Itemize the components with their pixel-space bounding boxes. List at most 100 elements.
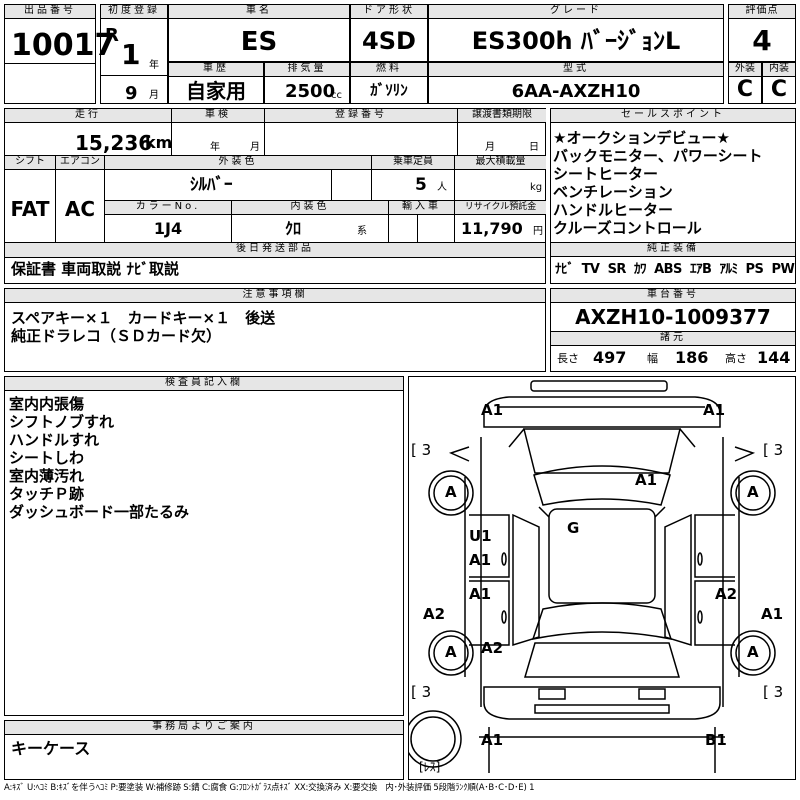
inspector-line: 室内薄汚れ bbox=[9, 467, 85, 485]
diag-door-fl-u: U1 bbox=[469, 527, 492, 545]
later-parts-value: 保証書 車両取説 ﾅﾋﾞ取説 bbox=[11, 260, 179, 278]
score-box: 評価点 4 bbox=[728, 4, 796, 62]
int-color-label: 内装色 bbox=[232, 201, 388, 215]
chassis-label: 車台番号 bbox=[551, 289, 795, 303]
transfer-month-unit: 月 bbox=[485, 142, 495, 153]
displacement-label: 排気量 bbox=[265, 63, 349, 77]
model-box: 型式 6AA-AXZH10 bbox=[428, 62, 724, 104]
inspector-line: ダッシュボード一部たるみ bbox=[9, 503, 190, 521]
import-label: 輸入車 bbox=[389, 201, 454, 215]
score-value: 4 bbox=[752, 24, 772, 57]
diag-door-rl: A1 bbox=[469, 585, 492, 603]
grade-label: グレード bbox=[429, 5, 723, 19]
diag-rear-br: B1 bbox=[705, 731, 727, 749]
later-parts-label: 後日発送部品 bbox=[5, 243, 545, 257]
fuel-value: ｶﾞｿﾘﾝ bbox=[370, 81, 408, 99]
car-name-box: 車名 ES bbox=[168, 4, 350, 62]
diag-hood: A1 bbox=[635, 471, 658, 489]
sales-point-item: ハンドルヒーター bbox=[553, 201, 674, 219]
transfer-label: 譲渡書類期限 bbox=[458, 109, 546, 123]
first-reg-label: 初度登録 bbox=[101, 5, 167, 19]
equipment-label: 純正装備 bbox=[551, 243, 795, 257]
first-reg-box: 初度登録 R 1 年 9 月 bbox=[100, 4, 168, 104]
month-unit: 月 bbox=[149, 90, 159, 101]
sales-point-box: セールスポイント ★オークションデビュー★ バックモニター、パワーシート シート… bbox=[550, 108, 796, 284]
sales-point-item: ★オークションデビュー★ bbox=[553, 129, 730, 147]
int-color-value: ｸﾛ bbox=[285, 219, 302, 238]
equipment-item: ABS bbox=[654, 262, 682, 277]
diag-rear-l: A2 bbox=[481, 639, 504, 657]
sales-point-list: ★オークションデビュー★ バックモニター、パワーシート シートヒーター ベンチレ… bbox=[553, 129, 763, 237]
diag-side-l: A2 bbox=[423, 605, 446, 623]
diag-wheel-rl: A bbox=[445, 643, 457, 661]
diag-bracket-tr: [ 3 bbox=[763, 441, 784, 459]
inspector-line: シフトノブすれ bbox=[9, 413, 115, 431]
diag-bracket-bl: [ 3 bbox=[411, 683, 432, 701]
equipment-item: ｱﾙﾐ bbox=[719, 262, 738, 277]
history-label: 車歴 bbox=[169, 63, 263, 77]
reg-no-label: 登録番号 bbox=[265, 109, 457, 123]
year-unit: 年 bbox=[149, 60, 159, 71]
height-value: 144 bbox=[757, 348, 791, 367]
inspector-line: ハンドルすれ bbox=[9, 431, 100, 449]
chassis-box: 車台番号 AXZH10-1009377 諸元 長さ 497 幅 186 高さ 1… bbox=[550, 288, 796, 372]
equipment-item: ﾅﾋﾞ bbox=[555, 262, 574, 277]
int-grade-box: 内装 C bbox=[762, 62, 796, 104]
chassis-value: AXZH10-1009377 bbox=[575, 305, 771, 329]
door-label: ドア形状 bbox=[351, 5, 427, 19]
shift-value: FAT bbox=[10, 197, 50, 221]
length-label: 長さ bbox=[557, 352, 579, 365]
equipment-item: TV bbox=[581, 262, 600, 277]
mileage-value: 15,236 bbox=[75, 131, 153, 155]
door-type: 4SD bbox=[362, 27, 416, 55]
capacity-unit: 人 bbox=[437, 182, 447, 193]
int-color-unit: 系 bbox=[357, 226, 367, 237]
diag-spare: [ﾚｽ] bbox=[419, 760, 441, 774]
ext-grade-box: 外装 C bbox=[728, 62, 762, 104]
inspector-line: シートしわ bbox=[9, 449, 85, 467]
notes-label: 注意事項欄 bbox=[5, 289, 545, 303]
notes-line: 純正ドラレコ（ＳＤカード欠） bbox=[11, 327, 222, 345]
sales-point-item: ベンチレーション bbox=[553, 183, 673, 201]
height-label: 高さ bbox=[725, 352, 747, 365]
sales-point-item: バックモニター、パワーシート bbox=[553, 147, 763, 165]
sales-point-item: クルーズコントロール bbox=[553, 219, 702, 237]
transfer-day-unit: 日 bbox=[529, 142, 539, 153]
history-value: 自家用 bbox=[186, 79, 246, 103]
max-load-label: 最大積載量 bbox=[455, 156, 546, 170]
displacement-box: 排気量 2500 cc bbox=[264, 62, 350, 104]
sales-point-item: シートヒーター bbox=[553, 165, 659, 183]
mileage-label: 走行 bbox=[5, 109, 171, 123]
spec-block: 走行 15,236 km 車検 年 月 登録番号 譲渡書類期限 月 日 シフト … bbox=[4, 108, 546, 258]
ext-grade-label: 外装 bbox=[729, 63, 761, 77]
equipment-list: ﾅﾋﾞ TV SR ｶﾜ ABS ｴｱB ｱﾙﾐ PS PW bbox=[555, 262, 795, 277]
history-box: 車歴 自家用 bbox=[168, 62, 264, 104]
score-label: 評価点 bbox=[729, 5, 795, 19]
equipment-item: ｴｱB bbox=[689, 262, 712, 277]
first-reg-month: 9 bbox=[125, 83, 138, 104]
office-box: 事務局よりご案内 キーケース bbox=[4, 720, 404, 780]
diag-rear-bl: A1 bbox=[481, 731, 504, 749]
grade-value: ES300h ﾊﾞｰｼﾞｮﾝL bbox=[471, 27, 681, 55]
equipment-item: SR bbox=[607, 262, 627, 277]
capacity-value: 5 bbox=[415, 175, 427, 195]
lot-number: 10017 bbox=[11, 28, 116, 63]
first-reg-era: R bbox=[105, 25, 119, 46]
int-grade-label: 内装 bbox=[763, 63, 795, 77]
model-value: 6AA-AXZH10 bbox=[511, 81, 641, 102]
car-diagram: A1 A1 [ 3 [ 3 A A A1 G U1 A1 A1 A2 A2 A1… bbox=[408, 376, 796, 780]
sales-point-label: セールスポイント bbox=[551, 109, 795, 123]
inspector-box: 検査員記入欄 室内内張傷 シフトノブすれ ハンドルすれ シートしわ 室内薄汚れ … bbox=[4, 376, 404, 716]
notes-box: 注意事項欄 スペアキー×１ カードキー×１ 後送 純正ドラレコ（ＳＤカード欠） bbox=[4, 288, 546, 372]
color-no-label: カラーNo. bbox=[105, 201, 231, 215]
office-label: 事務局よりご案内 bbox=[5, 721, 403, 735]
diag-door-rr: A2 bbox=[715, 585, 738, 603]
displacement-value: 2500 bbox=[285, 81, 336, 102]
diag-wheel-fr: A bbox=[747, 483, 759, 501]
diag-bracket-tl: [ 3 bbox=[411, 441, 432, 459]
recycle-unit: 円 bbox=[533, 226, 543, 237]
car-outline bbox=[409, 380, 776, 773]
recycle-value: 11,790 bbox=[461, 219, 523, 238]
diag-wheel-rr: A bbox=[747, 643, 759, 661]
shift-label: シフト bbox=[5, 156, 55, 170]
